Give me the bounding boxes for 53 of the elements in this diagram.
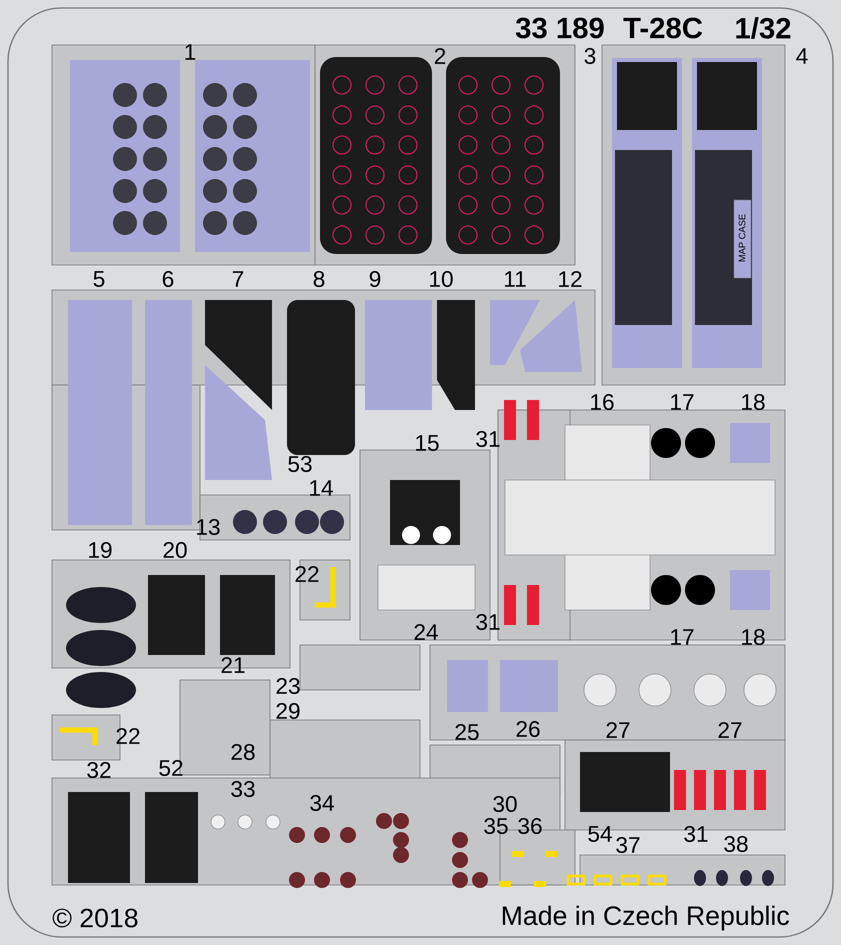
part-number: 18 (742, 628, 765, 646)
footer-text: © 2018 (52, 908, 138, 928)
part-number: 7 (232, 271, 244, 287)
part-number: 3 (584, 48, 596, 64)
part-number: 22 (296, 566, 318, 582)
part-number: 14 (310, 480, 333, 496)
kit-heading: 33 189 (516, 18, 604, 38)
part-number: 17 (671, 629, 694, 645)
part-number: 26 (516, 720, 540, 738)
part-number: 38 (724, 836, 748, 852)
footer-text: Made in Czech Republic (502, 906, 789, 930)
part-number: 21 (222, 657, 244, 673)
part-number: 53 (288, 456, 312, 472)
part-number: 28 (232, 744, 255, 760)
part-number: 19 (89, 542, 112, 558)
part-number: 22 (116, 728, 140, 744)
part-number: 5 (94, 271, 104, 287)
part-number: 30 (493, 796, 517, 812)
part-number: 8 (314, 270, 324, 288)
part-number: 27 (606, 722, 630, 738)
part-number: 37 (616, 836, 640, 854)
part-number: 35 (484, 818, 508, 834)
part-number: 27 (718, 722, 742, 738)
part-number: 16 (591, 394, 614, 410)
part-number: 1 (185, 44, 196, 60)
part-number: 52 (159, 760, 182, 776)
part-number: 11 (504, 271, 526, 287)
part-number: 34 (310, 794, 334, 812)
part-number: 31 (476, 430, 500, 448)
part-number: 18 (742, 394, 765, 410)
part-number: 54 (588, 826, 612, 842)
part-number: 13 (197, 518, 220, 536)
part-number: 29 (276, 702, 300, 720)
part-number: 9 (370, 270, 380, 288)
part-number: 23 (276, 678, 300, 694)
part-number: 12 (559, 271, 582, 287)
part-number: 15 (416, 435, 439, 451)
part-number: 2 (434, 48, 446, 64)
panel-marking: MAP CASE (738, 214, 746, 262)
part-number: 31 (684, 826, 708, 842)
part-number: 33 (231, 780, 255, 798)
part-number: 20 (164, 542, 187, 558)
part-number: 10 (430, 270, 453, 288)
part-number: 17 (671, 394, 694, 410)
part-number: 36 (518, 818, 542, 834)
kit-heading: T-28C (623, 18, 702, 38)
part-number: 32 (87, 762, 110, 778)
part-number: 6 (162, 270, 174, 288)
part-number: 4 (796, 48, 808, 64)
kit-heading: 1/32 (736, 17, 790, 39)
part-number: 31 (476, 614, 500, 630)
part-number: 24 (414, 624, 438, 640)
part-number: 25 (456, 724, 479, 740)
